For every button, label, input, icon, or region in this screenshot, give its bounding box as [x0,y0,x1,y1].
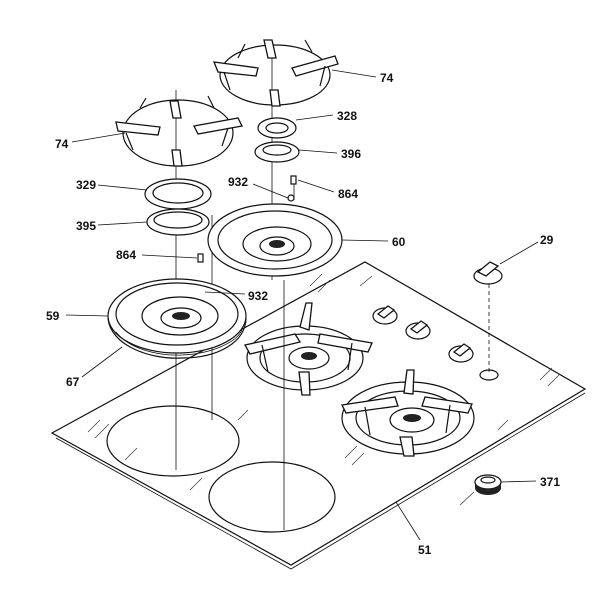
installed-burner-rear [244,302,373,396]
label-74-left: 74 [55,137,69,151]
label-51: 51 [418,543,432,557]
grate-74-rear [212,39,339,107]
label-67: 67 [66,375,80,389]
label-864-right: 864 [338,187,358,201]
label-932-right: 932 [228,175,248,189]
cooktop-glass-panel [50,261,587,570]
burner-ring-395 [146,208,210,236]
label-396: 396 [341,147,361,161]
front-burner-cutout [208,461,336,533]
part-labels: 74 74 328 396 932 864 329 395 60 29 864 … [46,71,560,557]
screw-864-right [290,175,297,185]
grommet-371 [474,474,502,495]
knob-1 [372,305,398,325]
label-60: 60 [392,235,406,249]
label-59: 59 [46,309,60,323]
label-864-left: 864 [116,248,136,262]
trim-ring-67 [107,317,247,359]
leader-lines [65,69,539,541]
screw-932-right [287,194,295,202]
burner-cap-328 [257,117,297,139]
label-74-rear: 74 [380,71,394,85]
burner-pan-59 [107,278,247,354]
grate-74-left [115,95,243,167]
control-knobs [372,305,499,381]
label-329: 329 [76,178,96,192]
label-328: 328 [337,109,357,123]
burner-pan-60 [207,203,343,277]
left-burner-cutout [106,405,240,477]
label-371: 371 [540,475,560,489]
burner-cap-329 [144,178,212,210]
screw-864-left [197,253,204,263]
label-29: 29 [540,233,554,247]
knob-3 [448,343,474,363]
label-395: 395 [76,219,96,233]
burner-ring-396 [254,141,300,163]
label-932-left: 932 [248,289,268,303]
installed-burner-front [341,369,475,457]
knob-29 [473,261,503,372]
knob-2 [405,320,431,340]
